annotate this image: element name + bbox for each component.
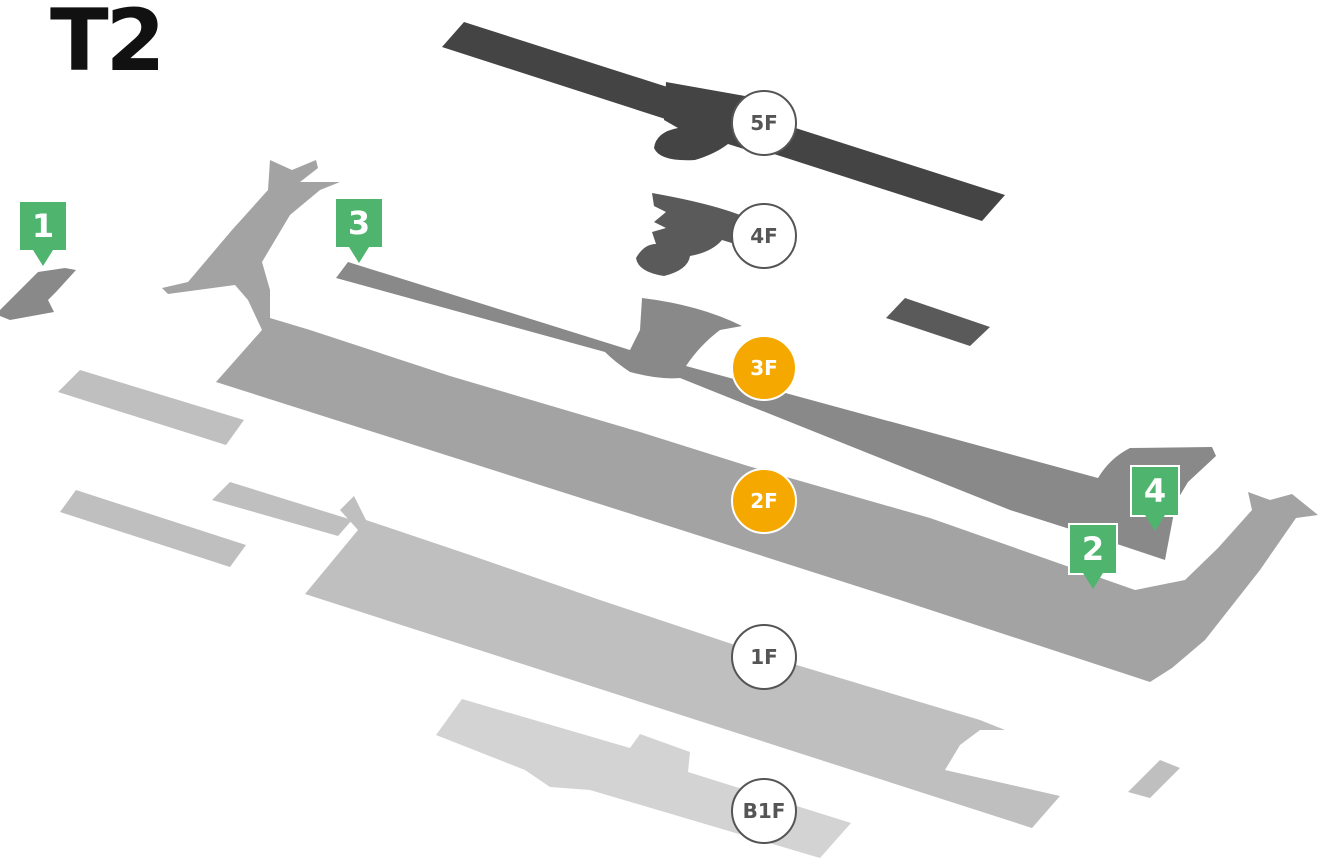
floor-2f-button[interactable]: 2F <box>731 468 797 534</box>
floor-5f-button[interactable]: 5F <box>731 90 797 156</box>
floor-2f-area[interactable] <box>162 160 1318 682</box>
floor-1f-button[interactable]: 1F <box>731 624 797 690</box>
location-marker-3[interactable]: 3 <box>334 197 384 273</box>
marker-2-label: 2 <box>1068 523 1118 575</box>
terminal-title: T2 <box>50 0 166 91</box>
floor-b1f-button[interactable]: B1F <box>731 778 797 844</box>
floor-3f-button[interactable]: 3F <box>731 335 797 401</box>
marker-3-label: 3 <box>334 197 384 249</box>
floor-1f-area[interactable] <box>58 370 1180 828</box>
marker-2-pointer <box>1083 573 1103 589</box>
floor-5f-area[interactable] <box>442 22 1005 221</box>
location-marker-1[interactable]: 1 <box>18 200 68 276</box>
marker-1-pointer <box>33 250 53 266</box>
floor-4f-area[interactable] <box>636 193 990 346</box>
location-marker-2[interactable]: 2 <box>1068 523 1118 599</box>
floor-4f-button[interactable]: 4F <box>731 203 797 269</box>
floor-3f-area[interactable] <box>0 262 1216 560</box>
marker-4-label: 4 <box>1130 465 1180 517</box>
marker-3-pointer <box>349 247 369 263</box>
marker-1-label: 1 <box>18 200 68 252</box>
location-marker-4[interactable]: 4 <box>1130 465 1180 541</box>
marker-4-pointer <box>1145 515 1165 531</box>
